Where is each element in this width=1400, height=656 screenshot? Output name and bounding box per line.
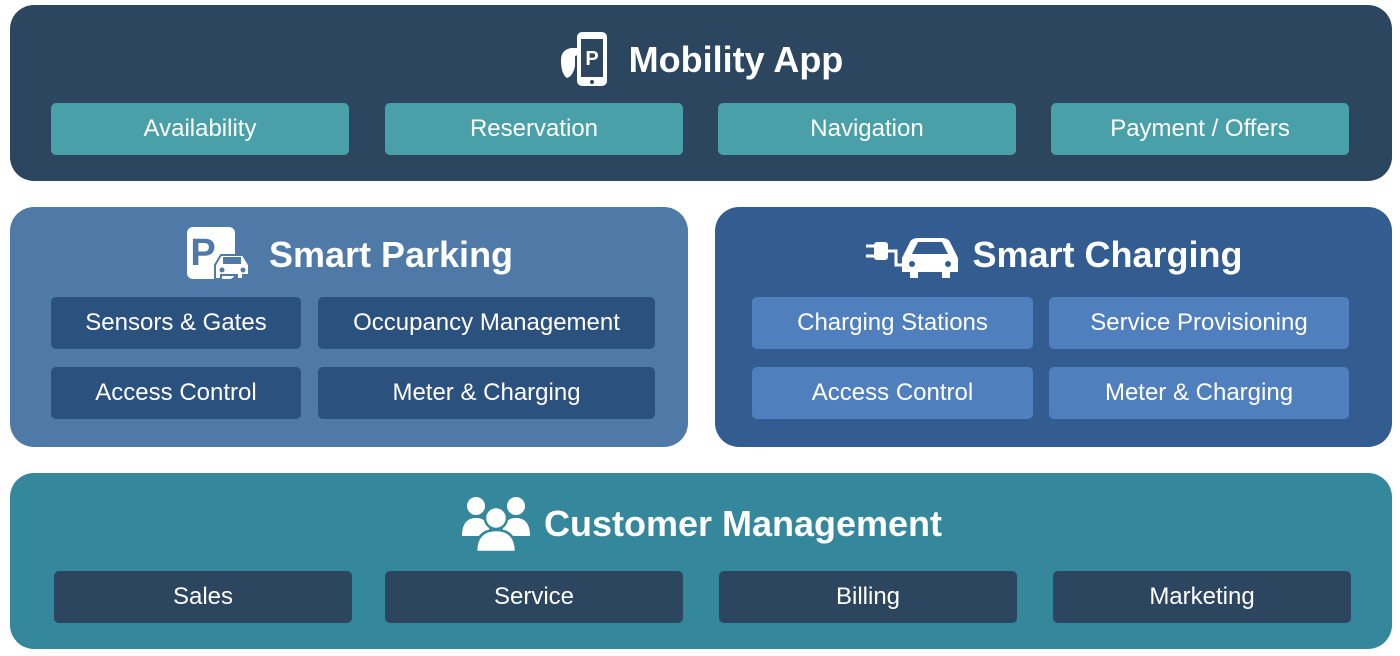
customer-item-marketing: Marketing bbox=[1053, 571, 1351, 623]
customer-item-sales: Sales bbox=[54, 571, 352, 623]
parking-car-icon: P bbox=[185, 225, 257, 285]
charging-item-service-provisioning: Service Provisioning bbox=[1049, 297, 1349, 349]
mobility-app-title: Mobility App bbox=[628, 39, 844, 80]
charging-item-access-control: Access Control bbox=[752, 367, 1033, 419]
customer-item-billing: Billing bbox=[719, 571, 1017, 623]
mobility-item-navigation: Navigation bbox=[718, 103, 1016, 155]
customer-management-header: Customer Management bbox=[10, 491, 1392, 557]
mobility-item-payment-offers: Payment / Offers bbox=[1051, 103, 1349, 155]
smart-parking-title: Smart Parking bbox=[268, 234, 514, 275]
parking-item-occupancy-management: Occupancy Management bbox=[318, 297, 655, 349]
mobility-app-panel: P Mobility App Availability Reservation … bbox=[10, 5, 1392, 181]
mobility-app-header: P Mobility App bbox=[10, 27, 1392, 93]
mobility-item-availability: Availability bbox=[51, 103, 349, 155]
smart-charging-header: Smart Charging bbox=[715, 225, 1392, 285]
charging-item-charging-stations: Charging Stations bbox=[752, 297, 1033, 349]
parking-item-access-control: Access Control bbox=[51, 367, 301, 419]
charging-item-meter-charging: Meter & Charging bbox=[1049, 367, 1349, 419]
customer-management-title: Customer Management bbox=[543, 503, 943, 544]
svg-text:P: P bbox=[190, 232, 215, 274]
phone-parking-icon: P bbox=[559, 30, 617, 90]
parking-item-meter-charging: Meter & Charging bbox=[318, 367, 655, 419]
people-group-icon bbox=[460, 494, 532, 554]
smart-parking-header: P Smart Parking bbox=[10, 225, 688, 285]
customer-management-panel: Customer Management Sales Service Billin… bbox=[10, 473, 1392, 649]
parking-item-sensors-gates: Sensors & Gates bbox=[51, 297, 301, 349]
smart-charging-title: Smart Charging bbox=[972, 234, 1243, 275]
smart-charging-panel: Smart Charging Charging Stations Service… bbox=[715, 207, 1392, 447]
svg-text:P: P bbox=[585, 48, 598, 70]
ev-plug-car-icon bbox=[864, 230, 960, 280]
customer-item-service: Service bbox=[385, 571, 683, 623]
mobility-item-reservation: Reservation bbox=[385, 103, 683, 155]
smart-parking-panel: P Smart Parking Sensors & Gates Occupanc… bbox=[10, 207, 688, 447]
